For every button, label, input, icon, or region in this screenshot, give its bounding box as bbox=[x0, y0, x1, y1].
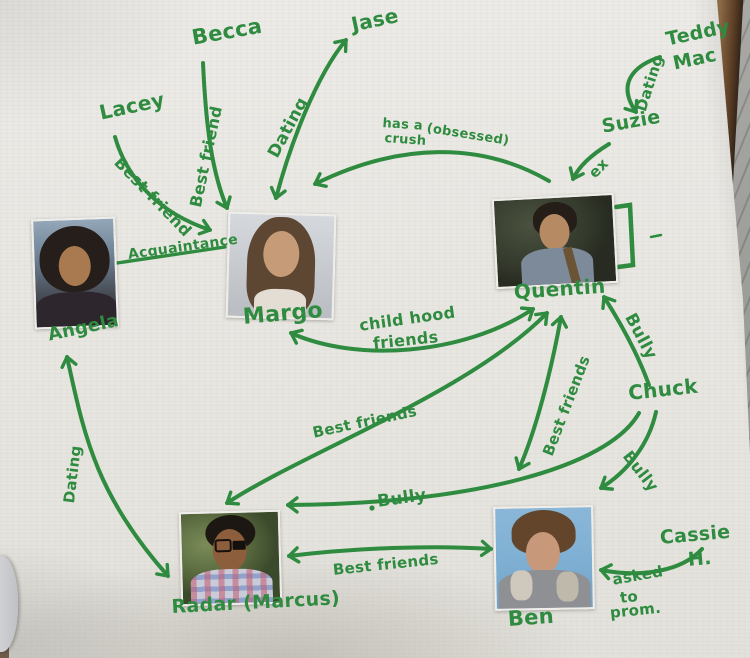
radar-glasses bbox=[214, 538, 232, 553]
label-ben: Ben bbox=[507, 603, 555, 631]
foreground-object bbox=[0, 556, 18, 652]
ben-face bbox=[525, 531, 561, 575]
ben-photo bbox=[493, 505, 595, 611]
label-cassie-line2: H. bbox=[687, 546, 713, 571]
ben-collar bbox=[510, 570, 533, 601]
label-crush-line2: crush bbox=[383, 131, 427, 149]
